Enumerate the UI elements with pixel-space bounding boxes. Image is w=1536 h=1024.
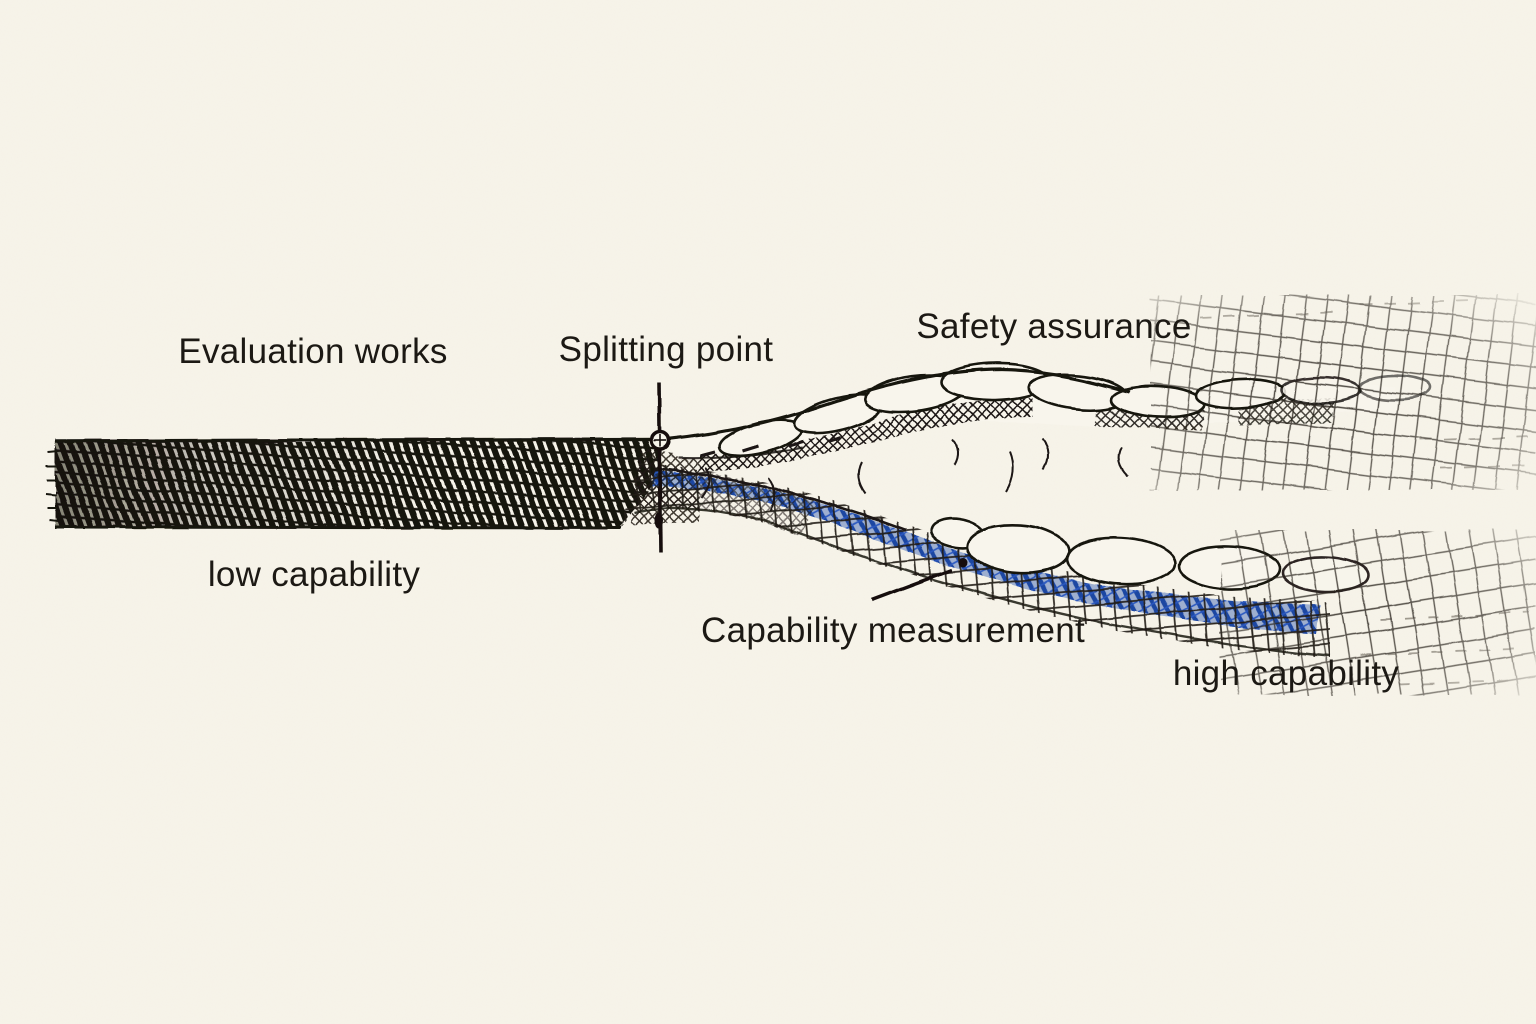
label-low-capability: low capability — [207, 555, 421, 594]
splitting-point-marker — [649, 382, 671, 554]
label-safety-assurance: Safety assurance — [916, 307, 1192, 346]
fade-texture-bottom-right — [1220, 530, 1536, 695]
label-splitting-point: Splitting point — [558, 330, 774, 369]
fade-texture-top-right — [1150, 295, 1536, 490]
label-capability-measurement: Capability measurement — [701, 611, 1085, 650]
main-channel-edges — [45, 437, 658, 530]
grass-squiggles — [701, 437, 1129, 513]
label-high-capability: high capability — [1172, 654, 1400, 693]
main-channel — [55, 439, 700, 527]
label-evaluation-works: Evaluation works — [178, 332, 448, 371]
leader-line — [871, 558, 968, 602]
flow-dashes — [699, 435, 841, 458]
leader-dot — [958, 558, 968, 568]
